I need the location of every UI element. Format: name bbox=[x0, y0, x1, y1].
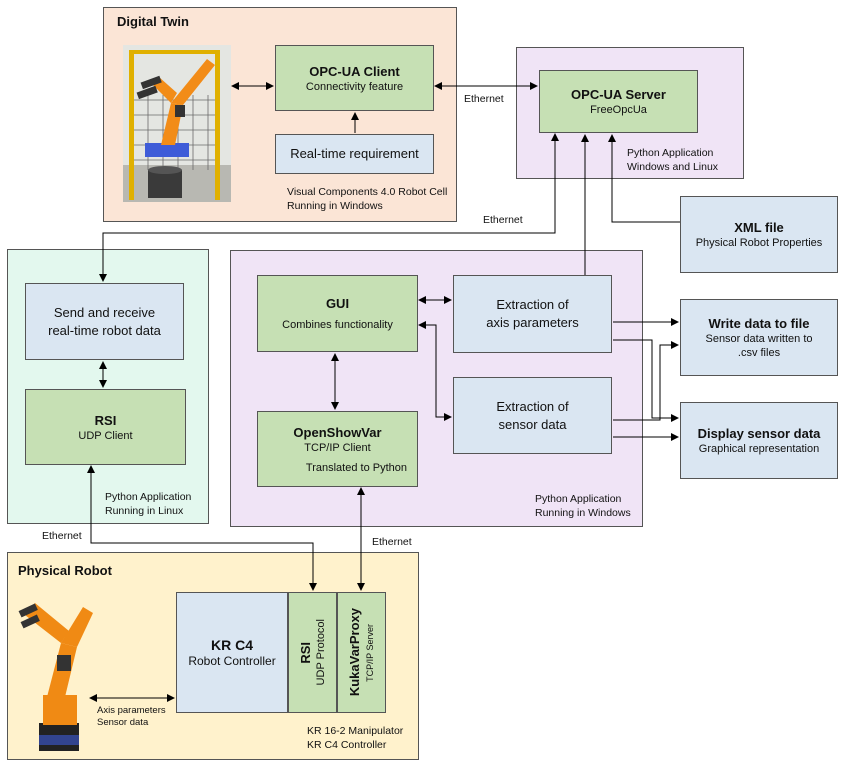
arrow-sensor-write bbox=[613, 341, 679, 421]
write-data-title: Write data to file bbox=[708, 316, 810, 331]
ethernet-label-4: Ethernet bbox=[372, 536, 412, 548]
digital-twin-title: Digital Twin bbox=[117, 14, 189, 29]
physical-robot-note: KR 16-2 Manipulator KR C4 Controller bbox=[307, 725, 404, 751]
ethernet-label-1: Ethernet bbox=[464, 93, 504, 105]
rsi-client-title: RSI bbox=[94, 412, 117, 428]
send-receive-box: Send and receive real-time robot data bbox=[25, 283, 184, 360]
xml-file-box: XML file Physical Robot Properties bbox=[680, 196, 838, 273]
krc4-subtitle: Robot Controller bbox=[188, 654, 276, 668]
send-receive-label: Send and receive real-time robot data bbox=[48, 304, 161, 338]
axis-extraction-box: Extraction of axis parameters bbox=[453, 275, 612, 353]
write-data-box: Write data to file Sensor data written t… bbox=[680, 299, 838, 376]
gui-subtitle: Combines functionality bbox=[282, 319, 393, 331]
arrow-rsi-link bbox=[87, 465, 317, 591]
openshowvar-title: OpenShowVar bbox=[293, 424, 382, 440]
opcua-client-subtitle: Connectivity feature bbox=[305, 80, 404, 93]
sensor-extraction-label: Extraction of sensor data bbox=[496, 398, 569, 432]
rsi-client-box: RSI UDP Client bbox=[25, 389, 186, 465]
kukavarproxy-box: KukaVarProxy TCP/IP Server bbox=[337, 592, 386, 713]
gui-title: GUI bbox=[325, 296, 350, 311]
xml-file-subtitle: Physical Robot Properties bbox=[695, 237, 823, 249]
write-data-subtitle: Sensor data written to .csv files bbox=[705, 333, 813, 359]
ethernet-label-3: Ethernet bbox=[42, 530, 82, 542]
arrow-xml-server bbox=[608, 134, 680, 223]
arrow-server-sendreceive bbox=[99, 133, 559, 282]
opcua-server-title: OPC-UA Server bbox=[571, 87, 666, 102]
sensor-extraction-box: Extraction of sensor data bbox=[453, 377, 612, 454]
arrow-axis-display bbox=[613, 339, 679, 422]
rsi-protocol-box: RSI UDP Protocol bbox=[288, 592, 337, 713]
arrow-gui-sensor bbox=[418, 321, 452, 421]
robot-arrow-label: Axis parameters Sensor data bbox=[97, 705, 166, 728]
opcua-server-note: Python Application Windows and Linux bbox=[627, 147, 719, 173]
display-data-title: Display sensor data bbox=[697, 426, 821, 441]
xml-file-title: XML file bbox=[734, 220, 784, 235]
opcua-server-subtitle: FreeOpcUa bbox=[590, 104, 647, 116]
physical-robot-image bbox=[17, 585, 97, 755]
axis-extraction-label: Extraction of axis parameters bbox=[486, 297, 579, 330]
windows-app-note: Python Application Running in Windows bbox=[535, 493, 631, 519]
opcua-client-box: OPC-UA Client Connectivity feature bbox=[275, 45, 434, 111]
rsi-client-subtitle: UDP Client bbox=[78, 429, 133, 442]
display-data-subtitle: Graphical representation bbox=[698, 443, 820, 455]
opcua-client-title: OPC-UA Client bbox=[309, 63, 400, 79]
openshowvar-subtitle: TCP/IP Client bbox=[304, 441, 371, 454]
krc4-box: KR C4 Robot Controller bbox=[176, 592, 288, 713]
krc4-title: KR C4 bbox=[210, 637, 253, 653]
opcua-server-box: OPC-UA Server FreeOpcUa bbox=[539, 70, 698, 133]
display-data-box: Display sensor data Graphical representa… bbox=[680, 402, 838, 479]
openshowvar-extra: Translated to Python bbox=[305, 461, 407, 474]
